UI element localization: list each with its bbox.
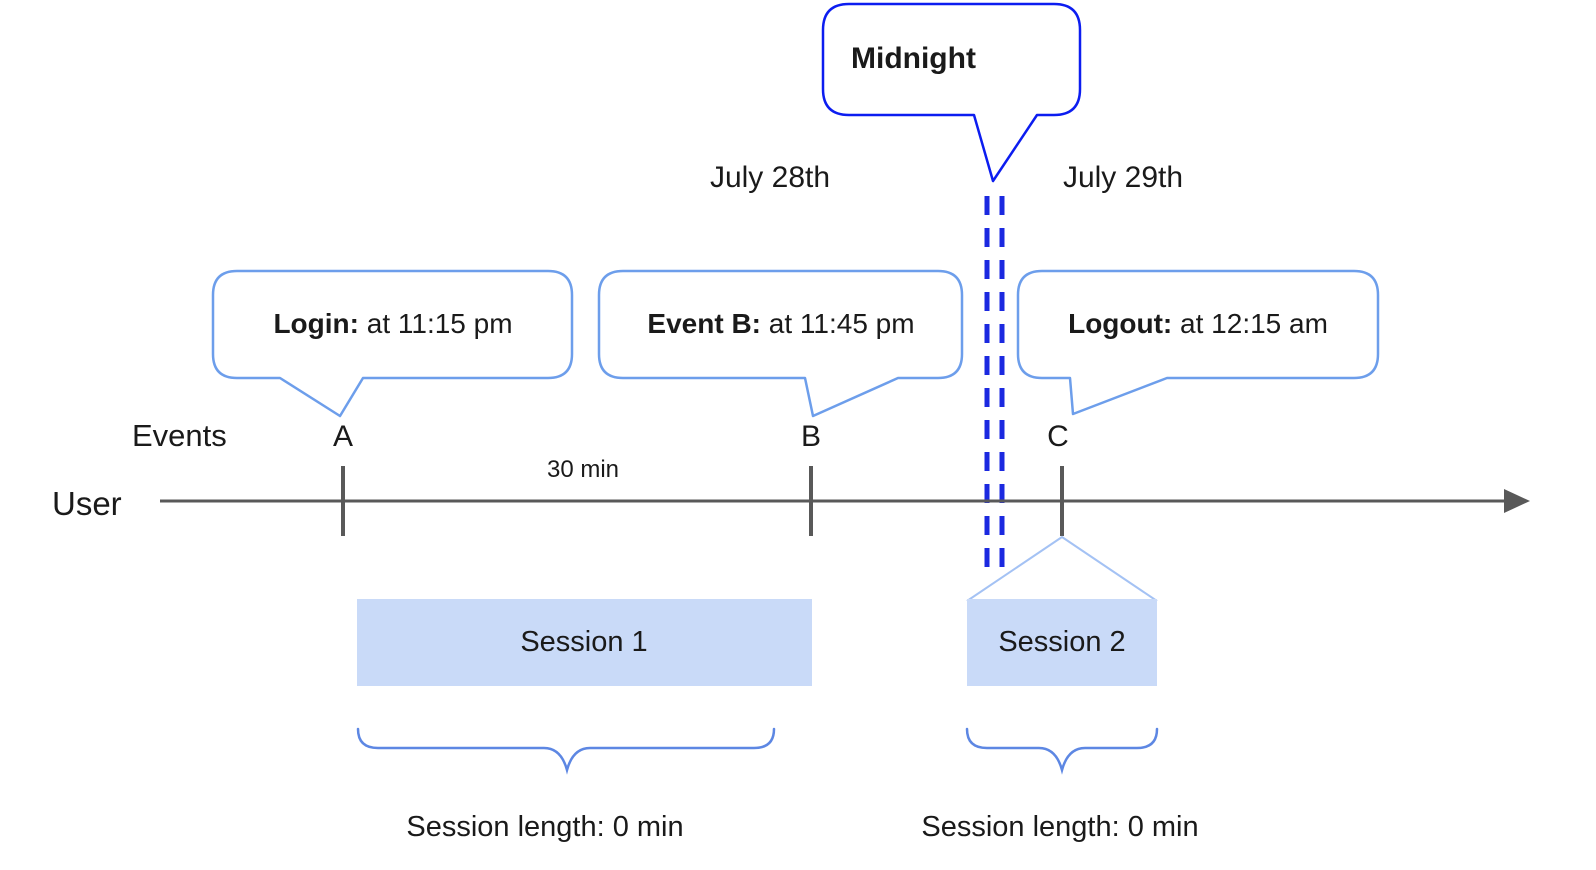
event-b-callout-bubble [597, 269, 964, 418]
session2-brace [965, 727, 1159, 775]
midnight-label: Midnight [851, 42, 976, 75]
events-axis-label: Events [132, 418, 227, 453]
midnight-callout-bubble [821, 2, 1082, 183]
logout-bubble-text: Logout: at 12:15 am [1068, 310, 1328, 338]
login-callout-bubble [211, 269, 574, 418]
login-time: at 11:15 pm [366, 308, 513, 339]
session1-box [357, 599, 812, 686]
login-bubble-text: Login: at 11:15 pm [273, 310, 512, 338]
event-b-time: at 11:45 pm [768, 308, 915, 339]
session2-box [967, 599, 1157, 686]
timeline-arrowhead-icon [1504, 489, 1530, 513]
event-marker-a: A [332, 420, 354, 453]
logout-time: at 12:15 am [1180, 308, 1328, 339]
event-marker-b: B [800, 420, 822, 453]
session1-length-label: Session length: 0 min [406, 811, 684, 843]
session1-name: Session 1 [520, 626, 648, 658]
logout-callout-bubble [1016, 269, 1380, 416]
session2-name: Session 2 [998, 626, 1126, 658]
user-axis-label: User [52, 485, 122, 522]
login-label: Login: [273, 308, 359, 339]
event-b-label: Event B: [647, 308, 761, 339]
session1-brace [356, 727, 776, 775]
event-marker-c: C [1047, 420, 1069, 453]
session2-connector-lines [966, 535, 1158, 602]
session2-length-label: Session length: 0 min [921, 811, 1199, 843]
event-b-bubble-text: Event B: at 11:45 pm [647, 310, 914, 338]
interval-30min-label: 30 min [546, 456, 620, 483]
date-july-29: July 29th [1062, 161, 1184, 194]
logout-label: Logout: [1068, 308, 1173, 339]
date-july-28: July 28th [709, 161, 831, 194]
